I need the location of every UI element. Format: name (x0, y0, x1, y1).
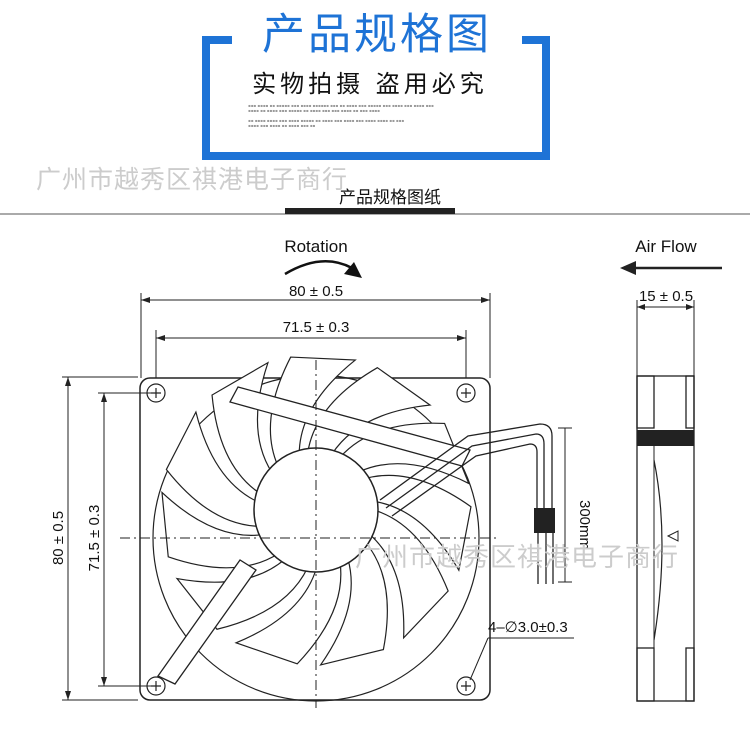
shop-watermark-top: 广州市越秀区祺港电子商行 (36, 165, 349, 194)
airflow-label: Air Flow (635, 237, 697, 256)
fine-print-decoration: ▪▪▪ ▪▪▪▪ ▪▪ ▪▪▪▪▪ ▪▪▪ ▪▪▪▪ ▪▪▪▪▪▪ ▪▪▪ ▪▪… (248, 103, 434, 128)
fan-blade (363, 474, 472, 572)
fan-blade (319, 540, 388, 666)
shop-watermark-overlay: 广州市越秀区祺港电子商行 (355, 543, 680, 573)
fan-strut (157, 559, 257, 685)
fan-blade (368, 509, 449, 640)
header-bracket-frame (202, 36, 550, 160)
page-title: 产品规格图 (262, 10, 492, 60)
dim-height-outer: 80 ± 0.5 (50, 511, 67, 565)
dim-thickness: 15 ± 0.5 (639, 288, 693, 305)
fan-cable (379, 423, 555, 584)
dim-cable-length: 300mm (576, 500, 593, 550)
section-title: 产品规格图纸 (339, 188, 441, 208)
fan-blade (165, 410, 261, 527)
page-subtitle: 实物拍摄 盗用必究 (252, 70, 488, 98)
dim-height-holes: 71.5 ± 0.3 (86, 505, 103, 572)
rotation-arrow-icon (284, 260, 353, 276)
fan-blade (269, 356, 357, 468)
fan-blade (234, 562, 342, 665)
dim-hole-spec: 4–∅3.0±0.3 (488, 619, 568, 636)
separator-accent (285, 208, 455, 214)
fan-side-view (636, 375, 695, 702)
mounting-holes (146, 383, 476, 696)
dim-width-outer: 80 ± 0.5 (289, 283, 343, 300)
rotation-label: Rotation (284, 237, 347, 256)
dim-width-holes: 71.5 ± 0.3 (283, 319, 350, 336)
